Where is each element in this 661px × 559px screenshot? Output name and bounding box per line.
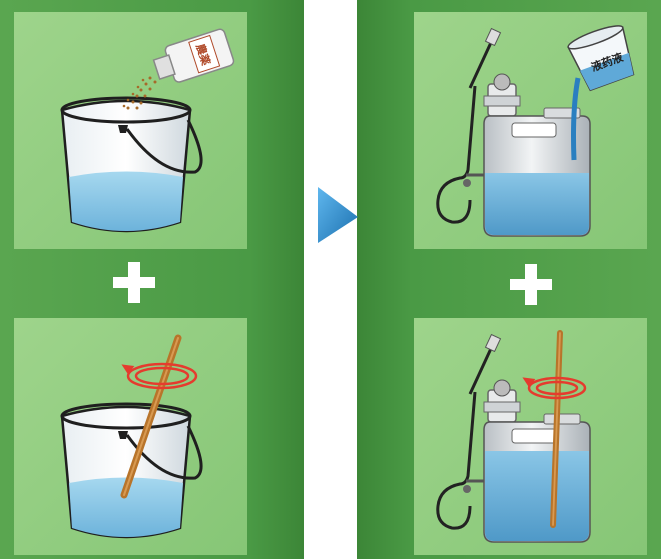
plus-sign-left (113, 262, 155, 303)
powder-stream (122, 76, 157, 110)
pour-cup-icon: 液药液 (567, 25, 635, 161)
pesticide-bottle-icon: 農薬 (152, 28, 235, 83)
next-step-arrow-icon (318, 187, 358, 243)
sprayer-tank-icon (436, 333, 591, 543)
stir-swirl-icon (522, 376, 587, 400)
plus-sign-right (510, 264, 552, 305)
stir-swirl-icon (121, 362, 198, 390)
bucket-icon (60, 96, 203, 233)
sprayer-tank-icon (436, 27, 591, 237)
bottle-label: 農薬 (193, 42, 213, 68)
bucket-icon (60, 402, 203, 539)
